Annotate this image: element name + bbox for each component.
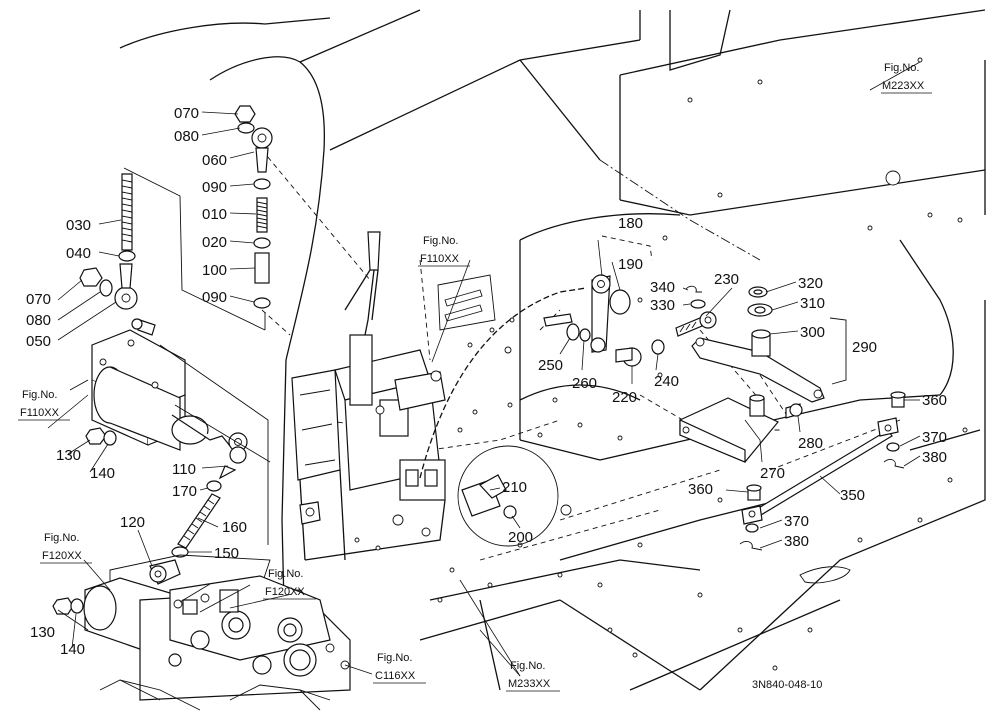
label-230: 230 [714, 271, 739, 288]
figref-m223: Fig.No. M223XX [881, 62, 932, 94]
label-120: 120 [120, 514, 145, 531]
label-290: 290 [852, 339, 877, 356]
label-010: 010 [202, 206, 227, 223]
figref-c116: Fig.No. C116XX [373, 652, 426, 684]
label-170: 170 [172, 483, 197, 500]
label-110: 110 [172, 461, 196, 478]
label-380a: 380 [922, 449, 947, 466]
label-080b: 080 [26, 312, 51, 329]
svg-text:Fig.No.: Fig.No. [510, 660, 545, 672]
label-100: 100 [202, 262, 227, 279]
svg-text:F110XX: F110XX [20, 407, 60, 419]
label-370a: 370 [922, 429, 947, 446]
figref-f110-left: Fig.No. F110XX [18, 389, 70, 421]
label-180: 180 [618, 215, 643, 232]
label-210: 210 [502, 479, 527, 496]
chassis-outline [119, 9, 986, 691]
left-actuator [69, 318, 271, 601]
svg-text:Fig.No.: Fig.No. [268, 568, 303, 580]
label-160: 160 [222, 519, 247, 536]
label-330: 330 [650, 297, 675, 314]
label-220: 220 [612, 389, 637, 406]
figref-m233: Fig.No. M233XX [506, 660, 560, 692]
part-number-labels: 070 080 060 090 010 020 100 090 030 040 … [26, 105, 947, 658]
label-130a: 130 [56, 447, 81, 464]
label-190: 190 [618, 256, 643, 273]
figref-f110-center: Fig.No. F110XX [418, 235, 470, 267]
label-070a: 070 [174, 105, 199, 122]
svg-text:F110XX: F110XX [420, 253, 460, 265]
label-310: 310 [800, 295, 825, 312]
figref-f120-center: Fig.No. F120XX [263, 568, 316, 600]
svg-text:Fig.No.: Fig.No. [22, 389, 57, 401]
label-150: 150 [214, 545, 239, 562]
svg-text:C116XX: C116XX [375, 670, 416, 682]
svg-text:Fig.No.: Fig.No. [423, 235, 458, 247]
control-cable [419, 287, 587, 479]
label-030: 030 [66, 217, 91, 234]
label-250: 250 [538, 357, 563, 374]
right-linkage [457, 274, 906, 551]
figref-f120-left: Fig.No. F120XX [40, 532, 92, 564]
label-130b: 130 [30, 624, 55, 641]
svg-text:F120XX: F120XX [265, 586, 305, 598]
label-280: 280 [798, 435, 823, 452]
label-080a: 080 [174, 128, 199, 145]
label-140b: 140 [60, 641, 85, 658]
label-360a: 360 [922, 392, 947, 409]
label-340: 340 [650, 279, 675, 296]
drawing-code: 3N840-048-10 [752, 679, 822, 691]
label-070b: 070 [26, 291, 51, 308]
lever-assembly [291, 57, 968, 671]
label-090b: 090 [202, 289, 227, 306]
svg-text:F120XX: F120XX [42, 550, 82, 562]
label-320: 320 [798, 275, 823, 292]
label-300: 300 [800, 324, 825, 341]
label-360b: 360 [688, 481, 713, 498]
figure-references: Fig.No. M223XX Fig.No. F110XX Fig.No. F1… [18, 62, 932, 692]
leader-lines [47, 61, 921, 677]
label-040: 040 [66, 245, 91, 262]
svg-text:Fig.No.: Fig.No. [377, 652, 412, 664]
label-020: 020 [202, 234, 227, 251]
svg-text:Fig.No.: Fig.No. [884, 62, 919, 74]
label-140a: 140 [90, 465, 115, 482]
label-380b: 380 [784, 533, 809, 550]
label-090a: 090 [202, 179, 227, 196]
svg-text:Fig.No.: Fig.No. [44, 532, 79, 544]
label-270: 270 [760, 465, 785, 482]
valve-body [52, 575, 351, 711]
label-240: 240 [654, 373, 679, 390]
label-060: 060 [202, 152, 227, 169]
svg-text:M223XX: M223XX [882, 80, 925, 92]
label-200: 200 [508, 529, 533, 546]
label-370b: 370 [784, 513, 809, 530]
label-350: 350 [840, 487, 865, 504]
svg-text:M233XX: M233XX [508, 678, 551, 690]
label-260: 260 [572, 375, 597, 392]
label-050: 050 [26, 333, 51, 350]
